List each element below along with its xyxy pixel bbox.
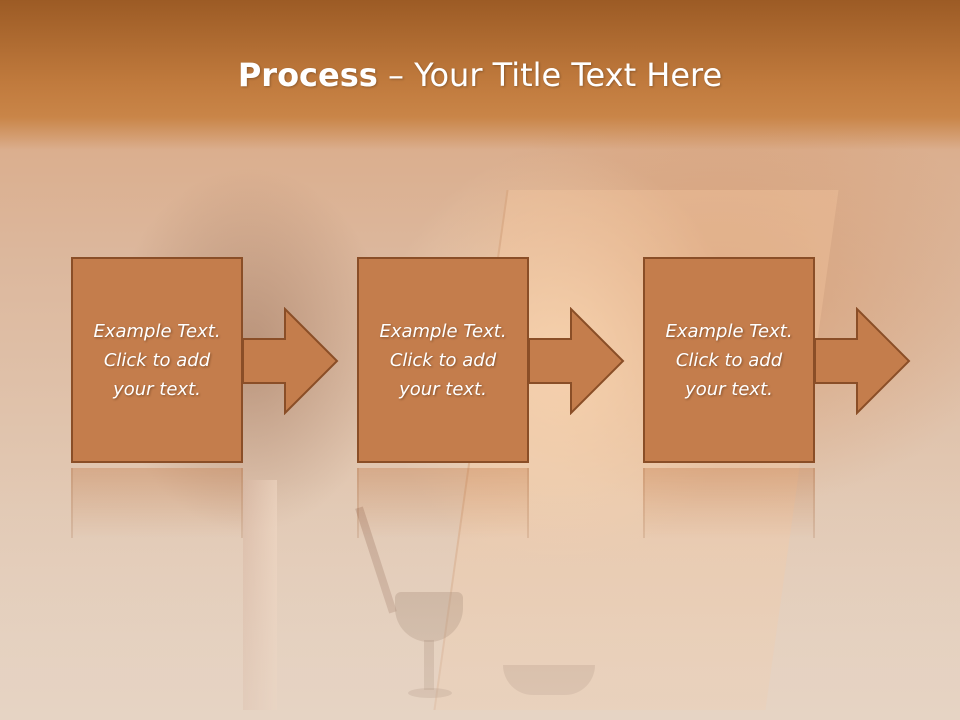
step-box[interactable]: Example Text. Click to add your text. [357, 257, 529, 463]
step-box[interactable]: Example Text. Click to add your text. [71, 257, 243, 463]
step-text[interactable]: Example Text. Click to add your text. [93, 320, 221, 400]
title-rest-text: – Your Title Text Here [377, 56, 723, 94]
title-band [0, 0, 960, 150]
arrow-right-icon [815, 307, 911, 415]
background-fade [0, 480, 960, 720]
step-reflection [357, 468, 529, 538]
arrow-right-icon [243, 307, 339, 415]
step-reflection [643, 468, 815, 538]
arrow-right-icon [529, 307, 625, 415]
step-text[interactable]: Example Text. Click to add your text. [665, 320, 793, 400]
slide-title[interactable]: Process – Your Title Text Here [0, 55, 960, 95]
step-text[interactable]: Example Text. Click to add your text. [379, 320, 507, 400]
title-bold-text: Process [237, 56, 378, 94]
step-box[interactable]: Example Text. Click to add your text. [643, 257, 815, 463]
step-reflection [71, 468, 243, 538]
